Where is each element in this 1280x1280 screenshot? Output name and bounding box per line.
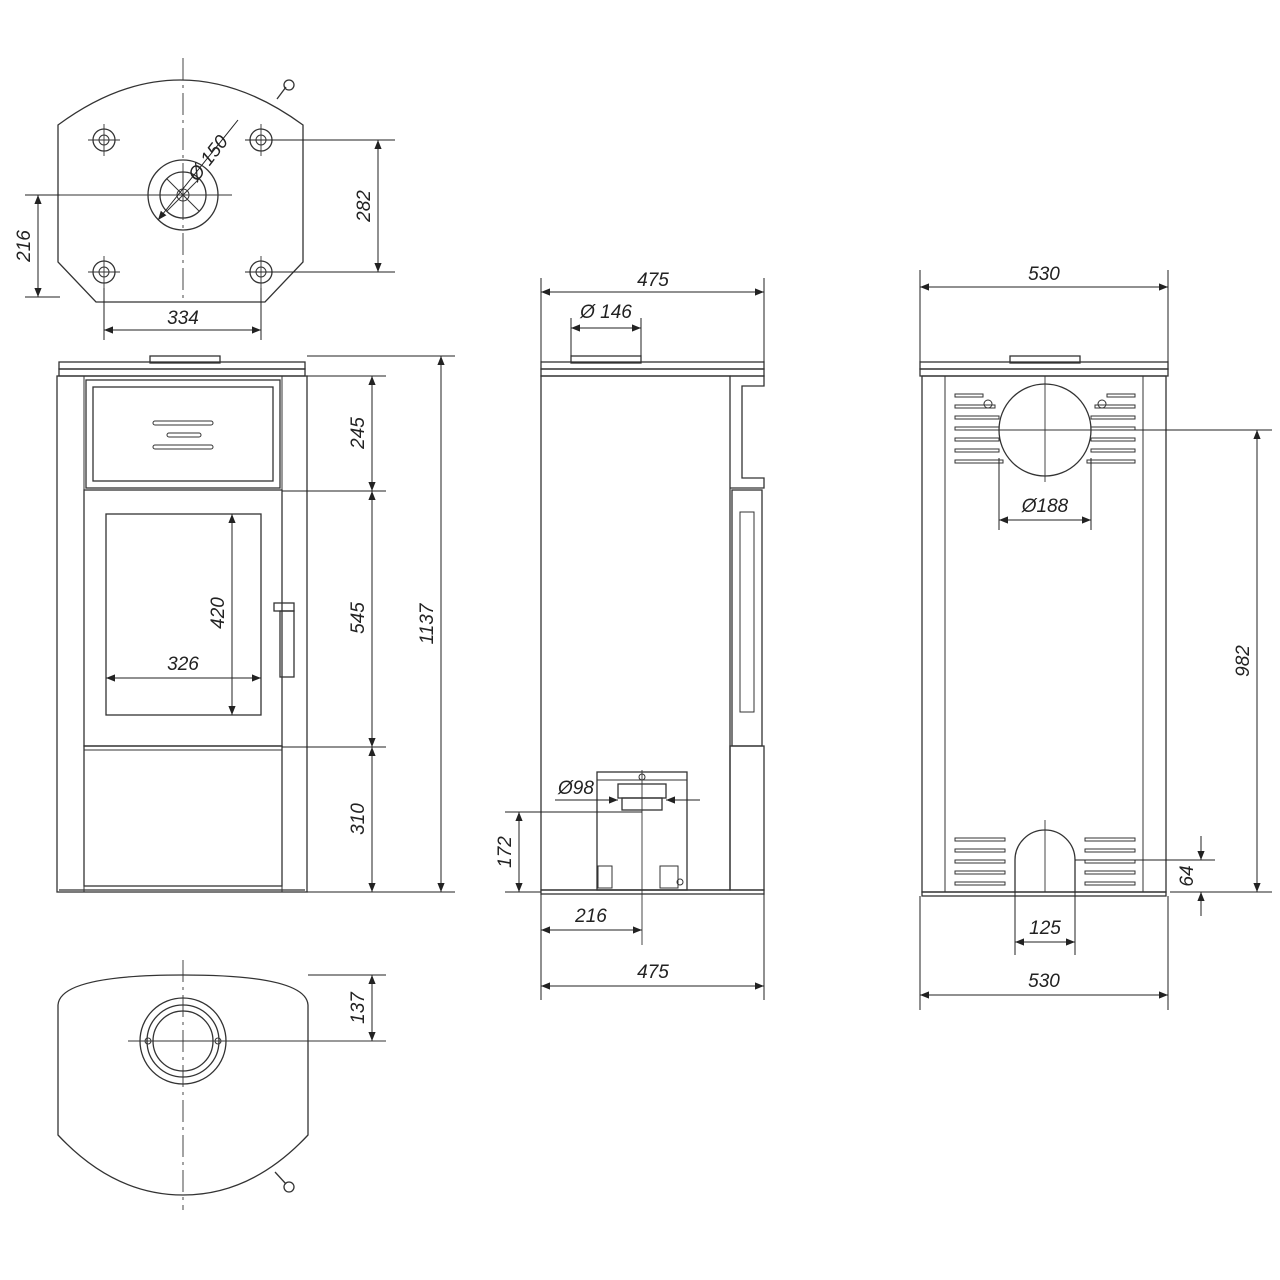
dim-back-air-inlet-width: 125 <box>1029 918 1061 939</box>
dim-top-hole-spacing: 334 <box>167 308 199 329</box>
dim-bottom-air-inlet-offset: 137 <box>348 991 369 1024</box>
dim-top-front-depth: 216 <box>14 230 35 263</box>
side-view: 475 Ø 146 Ø98 172 216 475 <box>495 270 765 1000</box>
dim-back-air-inlet-height: 64 <box>1177 865 1198 886</box>
dim-back-rear-outlet-diameter: Ø188 <box>1021 496 1069 517</box>
dim-front-door-section: 545 <box>348 602 369 634</box>
front-view: 420 326 245 545 310 1137 <box>56 355 455 893</box>
dim-side-air-inlet-diameter: Ø98 <box>557 778 594 799</box>
dim-back-width-bottom: 530 <box>1028 971 1060 992</box>
dim-front-total-height: 1137 <box>417 602 438 644</box>
dim-side-depth-bottom: 475 <box>637 962 669 983</box>
top-view: Ø 150 282 216 334 <box>14 58 395 340</box>
dim-top-rear-depth: 282 <box>354 190 375 223</box>
air-inlet-collar-icon <box>139 997 227 1085</box>
dim-front-glass-width: 326 <box>167 654 199 675</box>
dim-top-flue-diameter: Ø 150 <box>184 131 233 186</box>
air-inlet-icon <box>1014 820 1076 892</box>
dim-side-depth-top: 475 <box>637 270 669 291</box>
bottom-view: 137 <box>57 960 386 1210</box>
vent-slot-icon <box>954 837 1136 886</box>
back-view: 530 Ø188 982 64 125 530 <box>919 264 1272 1010</box>
dim-side-flue-diameter: Ø 146 <box>579 302 632 323</box>
dim-front-upper-section: 245 <box>348 417 369 450</box>
dim-side-air-inlet-height: 172 <box>495 836 516 868</box>
dim-back-rear-outlet-height: 982 <box>1233 645 1254 677</box>
rear-outlet-icon <box>983 376 1107 482</box>
door-handle-icon <box>273 602 295 678</box>
knob-icon <box>276 79 295 100</box>
dim-back-width-top: 530 <box>1028 264 1060 285</box>
vent-slot-icon <box>152 420 214 450</box>
dim-side-air-inlet-offset: 216 <box>574 906 607 927</box>
vent-slot-icon <box>954 393 1136 464</box>
knob-icon <box>274 1171 295 1193</box>
dim-front-base-section: 310 <box>348 803 369 835</box>
dim-front-glass-height: 420 <box>208 597 229 629</box>
